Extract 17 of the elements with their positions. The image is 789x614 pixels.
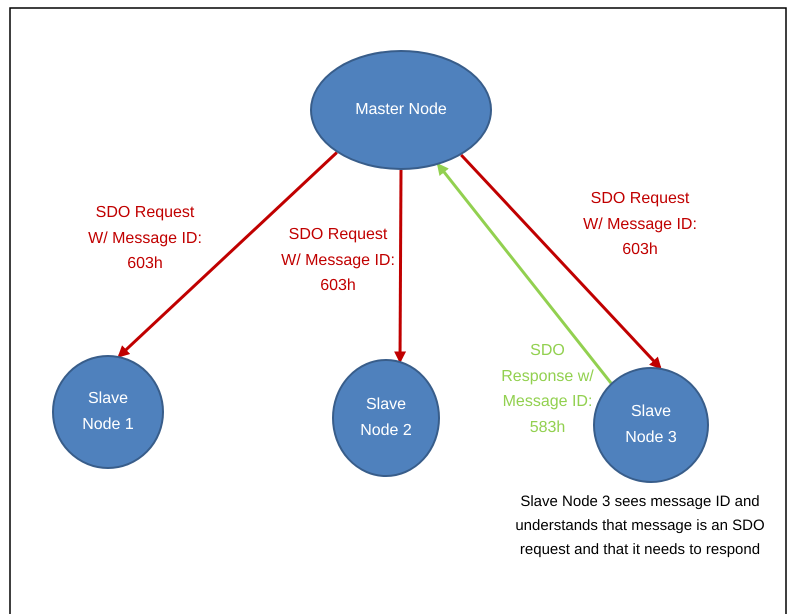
edge-label: SDO Request W/ Message ID: 603h <box>582 189 698 260</box>
node-ellipse <box>332 359 440 477</box>
arrow <box>394 170 406 364</box>
node-label: Slave Node 3 <box>624 402 678 448</box>
edge-label: SDO Request W/ Message ID: 603h <box>280 225 396 296</box>
arrow <box>436 162 612 384</box>
node-label: Slave Node 1 <box>81 389 135 435</box>
note-text: Slave Node 3 sees message ID and understands that message is an SDO request and that it needs to respond <box>514 492 766 560</box>
edge-label: SDO Response w/ Message ID: 583h <box>500 341 595 438</box>
node-ellipse <box>593 367 709 483</box>
node-label: Master Node <box>354 100 448 120</box>
node-ellipse <box>310 50 492 170</box>
edge-label: SDO Request W/ Message ID: 603h <box>87 203 203 274</box>
node-label: Slave Node 2 <box>359 395 413 441</box>
arrow <box>460 154 662 370</box>
arrow <box>117 151 338 358</box>
node-ellipse <box>52 355 164 469</box>
